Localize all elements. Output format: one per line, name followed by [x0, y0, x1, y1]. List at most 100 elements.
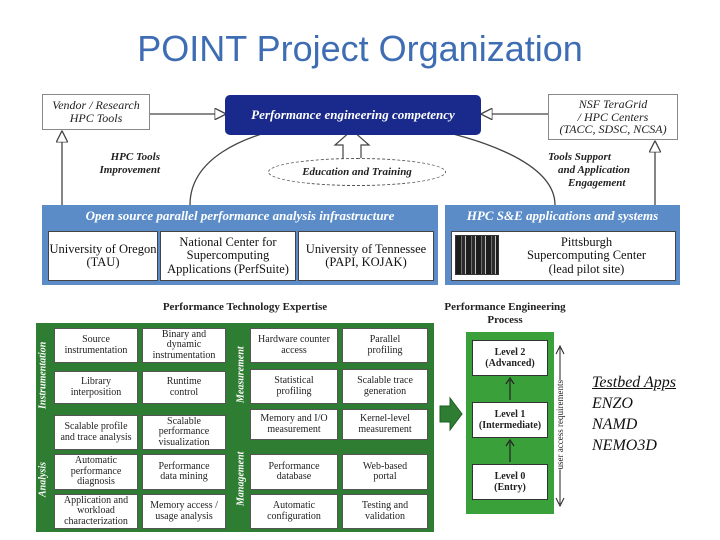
vendor-research-box: Vendor / Research HPC Tools [42, 94, 150, 130]
cell-text: measurement [267, 423, 321, 435]
cell-text: interposition [70, 386, 122, 398]
education-training-ellipse: Education and Training [268, 158, 446, 186]
cell-text: Parallel [369, 334, 401, 345]
tools-support-line-3: Engagement [568, 177, 626, 190]
tools-support-line-2: and Application [558, 164, 631, 177]
cell-text: instrumentation [64, 344, 128, 356]
measurement-label: Measurement [235, 346, 247, 404]
psc-line-1: Pittsburgh [560, 235, 613, 250]
tennessee-line-2: (PAPI, KOJAK) [325, 255, 407, 269]
process-header-line-2: Process [487, 314, 523, 327]
testbed-apps-list: Testbed Apps ENZO NAMD NEMO3D [592, 372, 712, 456]
level-arrows [505, 376, 515, 462]
cell-text: Memory access / [150, 500, 218, 511]
cell-text: validation [365, 510, 405, 522]
instrumentation-label: Instrumentation [37, 341, 49, 409]
level-text: Level 2 [494, 346, 526, 358]
cell-text: measurement [358, 423, 412, 435]
institution-psc: Pittsburgh Supercomputing Center (lead p… [451, 231, 676, 281]
expertise-header: Performance Technology Expertise [162, 301, 328, 313]
level-text: (Intermediate) [478, 420, 542, 431]
hpc-tools-improvement-line-1: HPC Tools [110, 151, 160, 163]
level-0-box: Level 0(Entry) [472, 464, 548, 500]
testbed-apps-heading: Testbed Apps [592, 374, 677, 391]
cell-text: Scalable trace [357, 375, 413, 386]
oregon-line-2: (TAU) [86, 255, 120, 269]
level-2-box: Level 2(Advanced) [472, 340, 548, 376]
level-text: (Entry) [494, 482, 526, 493]
cell-text: usage analysis [155, 510, 213, 522]
process-header-line-1: Performance Engineering [444, 301, 566, 313]
cell-text: Scalable profile [64, 421, 128, 432]
supercomputer-image [455, 235, 499, 275]
cell-text: Source [82, 334, 110, 345]
ncsa-line-1: National Center for [179, 235, 277, 250]
cell-text: Automatic [74, 455, 118, 467]
cell-text: configuration [267, 510, 321, 522]
management-label: Management [235, 451, 247, 507]
testbed-app-enzo: ENZO [592, 395, 633, 412]
cell-text: Scalable [167, 415, 201, 427]
cell-text: Hardware counter [258, 334, 330, 345]
cell-text: performance [70, 465, 122, 477]
cell-text: dynamic [166, 339, 202, 351]
cell-text: diagnosis [77, 476, 115, 488]
cell-text: Automatic [272, 500, 316, 511]
level-1-box: Level 1(Intermediate) [472, 402, 548, 438]
nsf-line-2: / HPC Centers [577, 109, 649, 124]
education-training-label: Education and Training [302, 166, 412, 178]
level-text: (Advanced) [485, 358, 535, 369]
cell-text: workload [77, 505, 115, 517]
institution-oregon: University of Oregon(TAU) [48, 231, 158, 281]
testbed-app-namd: NAMD [592, 416, 638, 433]
tennessee-line-1: University of Tennessee [305, 241, 427, 256]
cell-text: profiling [276, 385, 312, 397]
cell-text: access [281, 344, 307, 356]
tools-support-label: Tools Support and Application Engagement [548, 151, 668, 191]
competency-label: Performance engineering competency [251, 107, 455, 122]
cell-text: generation [363, 385, 407, 397]
cell-text: portal [373, 471, 397, 482]
process-header: Performance Engineering Process [430, 301, 580, 327]
cell-text: and trace analysis [60, 431, 132, 443]
expertise-panel: Instrumentation Measurement Analysis Man… [36, 323, 434, 532]
cell-text: characterization [64, 515, 128, 527]
ncsa-line-3: Applications (PerfSuite) [167, 261, 289, 276]
cell-text: Runtime [166, 376, 202, 387]
hpc-tools-improvement-label: HPC Tools Improvement [70, 151, 161, 177]
nsf-teragrid-box: NSF TeraGrid / HPC Centers (TACC, SDSC, … [548, 94, 678, 140]
vendor-line-2: HPC Tools [69, 111, 123, 125]
cell-text: Application and [63, 494, 129, 506]
cell-text: Performance [158, 460, 210, 472]
user-access-label: user access requirements [555, 380, 565, 470]
cell-text: Kernel-level [360, 413, 410, 424]
nsf-line-1: NSF TeraGrid [578, 97, 648, 112]
nsf-line-3: (TACC, SDSC, NCSA) [559, 122, 667, 137]
level-text: Level 0 [494, 470, 526, 482]
analysis-label: Analysis [37, 461, 49, 497]
cell-text: performance [158, 426, 210, 438]
cell-text: instrumentation [152, 349, 216, 361]
user-access-label-wrap: user access requirements [553, 350, 567, 500]
cell-text: control [169, 386, 199, 398]
tools-support-line-1: Tools Support [548, 151, 611, 163]
cell-text: visualization [158, 436, 210, 448]
ncsa-line-2: Supercomputing [186, 248, 270, 263]
